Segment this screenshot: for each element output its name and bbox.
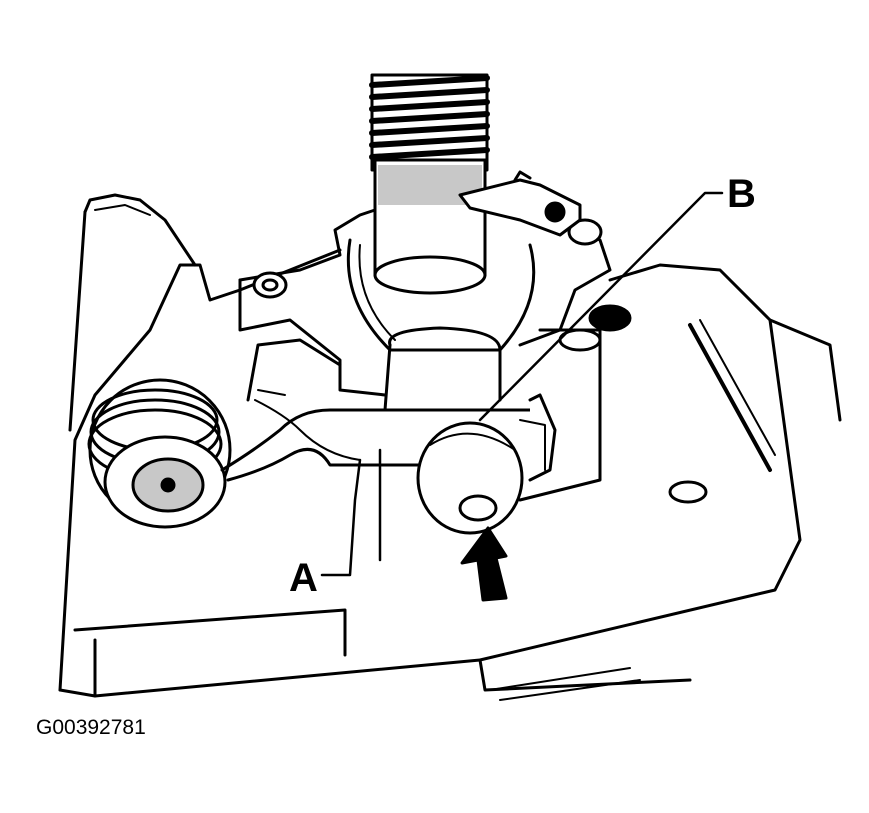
figure-id: G00392781 <box>36 716 146 739</box>
left-bracket <box>68 193 197 432</box>
pin-knob <box>416 421 524 535</box>
callout-label-a: A <box>289 556 318 600</box>
leader-lines <box>320 191 724 577</box>
callout-label-b: B <box>727 172 756 216</box>
threaded-shaft <box>369 73 490 295</box>
up-arrow-icon <box>460 526 508 602</box>
spring-coil <box>87 378 542 529</box>
lever-arm <box>458 170 582 237</box>
central-column <box>246 326 602 502</box>
housing-base <box>58 248 842 701</box>
leader-b <box>478 191 724 422</box>
leader-a <box>320 458 362 577</box>
retainer-clip <box>519 393 557 482</box>
